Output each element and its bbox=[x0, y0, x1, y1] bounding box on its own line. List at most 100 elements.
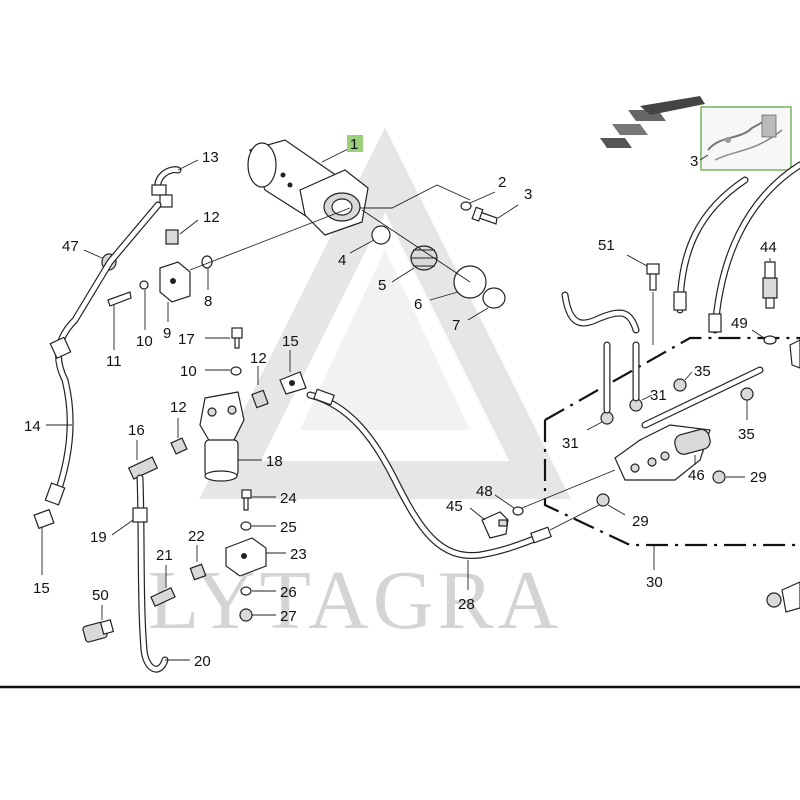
part-12-adapter-top bbox=[165, 229, 179, 245]
part-9-block bbox=[159, 261, 191, 303]
callout-49: 49 bbox=[731, 315, 748, 332]
part-19-tube bbox=[132, 474, 169, 673]
callout-28: 28 bbox=[458, 596, 475, 613]
part-16-fitting bbox=[127, 456, 159, 480]
part-10-washer-lower bbox=[230, 366, 242, 376]
part-1-pump-housing bbox=[247, 139, 369, 236]
callout-51: 51 bbox=[598, 237, 615, 254]
callout-27: 27 bbox=[280, 608, 297, 625]
part-22-adapter bbox=[189, 563, 207, 581]
part-46-valve-block bbox=[614, 424, 711, 481]
callout-2: 2 bbox=[498, 174, 506, 191]
callout-30: 30 bbox=[646, 574, 663, 591]
callout-9: 9 bbox=[163, 325, 171, 342]
part-12-adapter-mid bbox=[251, 389, 269, 409]
part-23-block bbox=[225, 537, 267, 577]
callout-46: 46 bbox=[688, 467, 705, 484]
part-5-gear bbox=[410, 245, 438, 271]
part-13-elbow bbox=[151, 166, 182, 208]
part-17-bolt bbox=[231, 327, 243, 349]
part-29-nut-b bbox=[596, 493, 610, 507]
callout-31-left: 31 bbox=[562, 435, 579, 452]
part-48-washer bbox=[512, 506, 524, 516]
callout-35-lower: 35 bbox=[738, 426, 755, 443]
callout-11: 11 bbox=[106, 353, 122, 370]
part-27-nut bbox=[239, 608, 253, 622]
leader-2 bbox=[360, 184, 471, 209]
part-51-bolt bbox=[646, 263, 660, 291]
callout-12-mid: 12 bbox=[250, 350, 267, 367]
callout-7: 7 bbox=[452, 317, 460, 334]
callout-10: 10 bbox=[136, 333, 153, 350]
part-2-washer bbox=[460, 201, 472, 211]
callout-13: 13 bbox=[202, 149, 219, 166]
boundary-dashed-line bbox=[544, 336, 800, 421]
callout-1-highlight bbox=[347, 135, 363, 152]
callout-12-low: 12 bbox=[170, 399, 187, 416]
callout-8: 8 bbox=[204, 293, 212, 310]
callout-35-upper: 35 bbox=[694, 363, 711, 380]
callout-15-tee: 15 bbox=[282, 333, 299, 350]
part-3-bolt bbox=[471, 206, 498, 225]
part-31-nut-b bbox=[629, 341, 643, 412]
part-8-o-ring bbox=[201, 255, 213, 269]
return-tube bbox=[561, 291, 640, 334]
part-25-washer bbox=[240, 521, 252, 531]
callout-21: 21 bbox=[156, 547, 173, 564]
boundary-dashed-line-lower bbox=[543, 420, 800, 547]
inset-thumbnail bbox=[700, 106, 792, 171]
callout-5: 5 bbox=[378, 277, 386, 294]
callout-6: 6 bbox=[414, 296, 422, 313]
part-11-bolt bbox=[107, 291, 132, 307]
callout-26: 26 bbox=[280, 584, 297, 601]
part-7-seal bbox=[482, 287, 506, 309]
part-45-sensor bbox=[481, 511, 509, 539]
right-edge-fitting-upper bbox=[789, 339, 800, 369]
callout-14: 14 bbox=[24, 418, 41, 435]
callout-3: 3 bbox=[524, 186, 532, 203]
callout-20: 20 bbox=[194, 653, 211, 670]
part-4-o-ring bbox=[371, 225, 391, 245]
callout-1: 1 bbox=[350, 136, 358, 153]
callout-17: 17 bbox=[178, 331, 195, 348]
callout-25: 25 bbox=[280, 519, 297, 536]
watermark: LYTAGRA bbox=[148, 127, 571, 647]
part-15-elbow-left bbox=[33, 508, 55, 530]
part-29-nut-a bbox=[712, 470, 726, 484]
callout-48: 48 bbox=[476, 483, 493, 500]
callout-45: 45 bbox=[446, 498, 463, 515]
callout-4: 4 bbox=[338, 252, 346, 269]
part-31-nut-a bbox=[600, 341, 614, 425]
part-26-washer bbox=[240, 586, 252, 596]
part-35-nut-b bbox=[740, 387, 754, 401]
callout-3-inset: 3 bbox=[690, 153, 698, 170]
callout-29-right: 29 bbox=[750, 469, 767, 486]
part-21-fitting bbox=[150, 587, 176, 607]
callout-31-right: 31 bbox=[650, 387, 667, 404]
watermark-text: LYTAGRA bbox=[148, 554, 562, 647]
callout-44: 44 bbox=[760, 239, 777, 256]
part-49-washer bbox=[763, 335, 777, 345]
part-15-tee bbox=[279, 371, 307, 395]
callout-23: 23 bbox=[290, 546, 307, 563]
callout-47: 47 bbox=[62, 238, 79, 255]
callout-50: 50 bbox=[92, 587, 109, 604]
part-28-hose bbox=[306, 388, 552, 560]
callout-24: 24 bbox=[280, 490, 297, 507]
callout-10-lower: 10 bbox=[180, 363, 197, 380]
callout-15-left: 15 bbox=[33, 580, 50, 597]
corner-stripes bbox=[600, 96, 705, 148]
part-24-bolt bbox=[241, 489, 252, 511]
part-44-sensor bbox=[762, 261, 778, 309]
part-14-hose bbox=[44, 201, 162, 506]
part-50-sensor bbox=[82, 619, 115, 643]
right-edge-fitting bbox=[766, 581, 800, 613]
part-10-washer bbox=[139, 280, 149, 290]
valve-supply-tube bbox=[641, 366, 764, 429]
callout-19: 19 bbox=[90, 529, 107, 546]
part-18-filter bbox=[199, 391, 245, 482]
callout-12-top: 12 bbox=[203, 209, 220, 226]
callout-labels: 1 2 3 3 4 5 6 7 8 9 10 10 11 12 12 12 13… bbox=[24, 135, 777, 670]
callout-22: 22 bbox=[188, 528, 205, 545]
